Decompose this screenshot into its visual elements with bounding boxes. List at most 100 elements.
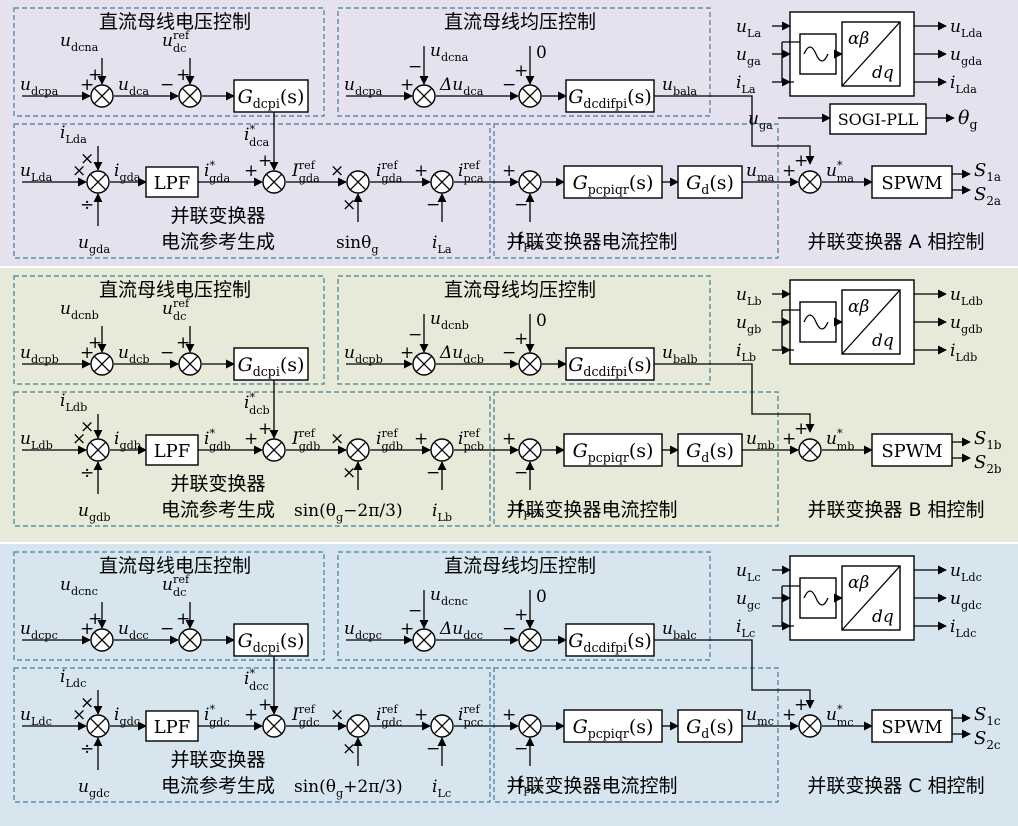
current-ctrl-box	[493, 123, 779, 259]
sign-mark: +	[514, 605, 528, 625]
sogi-block	[799, 577, 837, 619]
current-ctrl-title: 并联变换器电流控制	[506, 775, 677, 797]
u-gd-label-2: ugdb	[78, 501, 111, 524]
u-m-label: umb	[746, 429, 775, 452]
u-m-star-label: u*ma	[826, 159, 854, 185]
sign-mark: −	[514, 739, 528, 759]
sign-mark: −	[426, 739, 440, 759]
sign-mark: +	[514, 329, 528, 349]
spwm-label: SPWM	[881, 717, 942, 738]
sign-mark: +	[782, 705, 796, 725]
sign-mark: +	[502, 705, 516, 725]
g-pcpiqr-block-label: Gpcpiqr(s)	[573, 440, 654, 465]
u-bal-line	[654, 363, 815, 433]
dq-label: dq	[872, 331, 894, 351]
sign-mark: +	[88, 65, 102, 85]
dc-balance-ctrl-title: 直流母线均压控制	[444, 279, 596, 301]
sign-mark: +	[80, 619, 94, 639]
g-dcpi-block-label: Gdcpi(s)	[238, 630, 305, 655]
u-bal-line	[654, 639, 815, 709]
sign-mark: +	[794, 695, 808, 715]
u-g-pll-in: uga	[748, 109, 773, 132]
dc-balance-ctrl-box	[337, 551, 711, 661]
current-ref-gen-title-1: 并联变换器	[170, 749, 265, 771]
g-d-block-label: Gd(s)	[686, 440, 734, 465]
s2-label: S2a	[974, 184, 1001, 208]
g-dcpi-block-label: Gdcpi(s)	[238, 354, 305, 379]
dc-voltage-ctrl-box	[13, 7, 325, 117]
u-gd-out-label: ugdc	[950, 589, 982, 612]
i-dc-star-label: i*dca	[244, 123, 270, 149]
sign-mark: −	[408, 57, 422, 77]
sign-mark: ×	[330, 429, 344, 449]
current-ctrl-box	[493, 391, 779, 527]
current-ref-gen-title-2: 电流参考生成	[161, 775, 275, 797]
i-gd-star-label: i*gdb	[204, 427, 231, 453]
u-dcp-label-2: udcpb	[344, 343, 383, 366]
phase-ctrl-title: 并联变换器 C 相控制	[807, 775, 984, 797]
sign-mark: −	[426, 195, 440, 215]
dq-label: dq	[872, 607, 894, 627]
u-m-label: umc	[746, 705, 774, 728]
i-Ld-label-2: iLda	[60, 123, 87, 146]
sign-mark: −	[426, 463, 440, 483]
dc-voltage-ctrl-title: 直流母线电压控制	[99, 555, 251, 577]
i-Ld-label-2: iLdb	[60, 391, 87, 414]
dq-label: dq	[872, 63, 894, 83]
g-dcdifpi-block	[565, 79, 655, 113]
sign-mark: −	[160, 343, 174, 363]
sign-mark: −	[502, 619, 516, 639]
zero-ref: 0	[536, 43, 547, 63]
i-Ld-out-label: iLda	[950, 73, 977, 96]
phase-ctrl-title: 并联变换器 A 相控制	[807, 231, 984, 253]
i-dc-star-label: i*dcb	[244, 391, 270, 417]
spwm-block	[871, 165, 953, 199]
i-dc-star-label: i*dcc	[244, 667, 269, 693]
g-d-block	[677, 709, 743, 743]
sogi-block	[799, 33, 837, 75]
sign-mark: ÷	[80, 195, 94, 215]
s1-label: S1a	[974, 160, 1001, 184]
sign-mark: +	[258, 151, 272, 171]
i-gd-label: igdc	[114, 705, 140, 728]
sign-mark: ×	[72, 705, 86, 725]
g-pcpiqr-block	[563, 709, 663, 743]
sign-mark: +	[176, 65, 190, 85]
sign-mark: ×	[342, 195, 356, 215]
s2-label: S2c	[974, 728, 1001, 752]
u-dcp-label: udcpc	[20, 619, 58, 642]
g-pcpiqr-block-label: Gpcpiqr(s)	[573, 172, 654, 197]
sin-label: sin(θg−2π/3)	[294, 501, 403, 524]
sign-mark: +	[514, 61, 528, 81]
sign-mark: +	[794, 419, 808, 439]
phase-ctrl-title: 并联变换器 B 相控制	[807, 499, 984, 521]
sign-mark: ×	[342, 463, 356, 483]
u-bal-line	[654, 95, 815, 165]
dc-voltage-ctrl-title: 直流母线电压控制	[99, 279, 251, 301]
alpha-beta-label: αβ	[848, 297, 869, 317]
u-gd-out-label: ugda	[950, 45, 982, 68]
sign-mark: +	[80, 75, 94, 95]
zero-ref: 0	[536, 311, 547, 331]
g-d-block-label: Gd(s)	[686, 716, 734, 741]
u-Ld-label-2: uLdc	[20, 705, 52, 728]
i-pc-label: ipca	[518, 229, 544, 252]
u-m-star-label: u*mc	[826, 703, 854, 729]
sogi-pll-block	[829, 103, 927, 135]
dc-voltage-ctrl-title: 直流母线电压控制	[99, 11, 251, 33]
sign-mark: −	[408, 325, 422, 345]
delta-u-label: Δudcc	[439, 619, 483, 642]
u-dcn-label: udcnb	[60, 299, 99, 322]
current-ctrl-title: 并联变换器电流控制	[506, 231, 677, 253]
sign-mark: +	[502, 429, 516, 449]
g-pcpiqr-block	[563, 165, 663, 199]
lpf-label: LPF	[154, 173, 191, 194]
i-Ld-out-label: iLdb	[950, 341, 977, 364]
sign-mark: +	[244, 161, 258, 181]
